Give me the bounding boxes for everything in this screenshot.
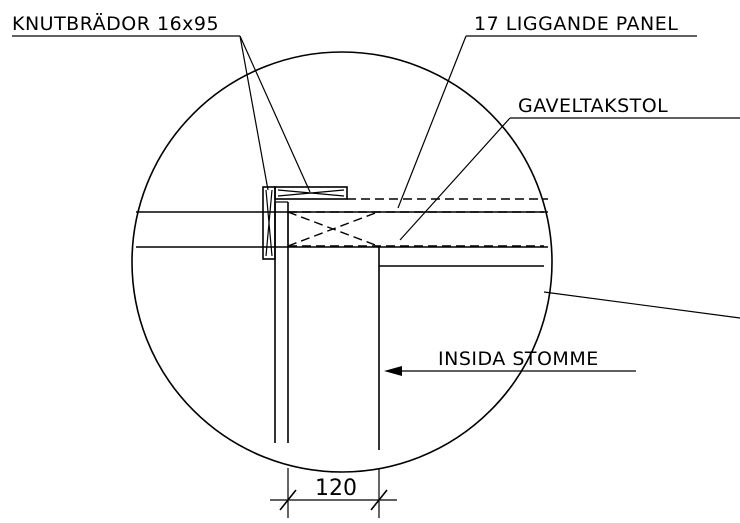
dimension-line xyxy=(270,468,397,518)
label-corner-boards: KNUTBRÄDOR 16x95 xyxy=(12,12,219,35)
dimension-value: 120 xyxy=(315,476,357,501)
label-inside-frame: INSIDA STOMME xyxy=(438,348,599,370)
horizontal-beam xyxy=(136,211,548,248)
gable-truss xyxy=(287,211,544,247)
label-horizontal-panel: 17 LIGGANDE PANEL xyxy=(474,13,678,35)
leader-lines xyxy=(12,35,740,376)
wall-frame xyxy=(274,201,544,450)
detail-circle xyxy=(131,51,553,473)
label-gable-truss: GAVELTAKSTOL xyxy=(518,95,668,117)
